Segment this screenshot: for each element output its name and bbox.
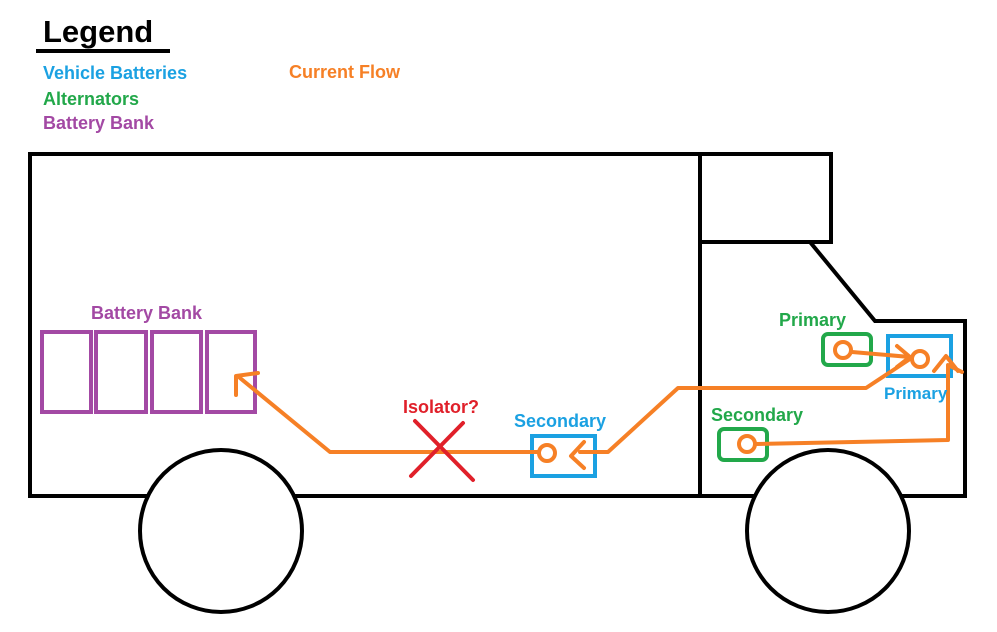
flow-to-battery-bank bbox=[238, 376, 540, 454]
battery-bank-cell bbox=[150, 330, 203, 414]
primary-alternator-label: Primary bbox=[779, 310, 846, 330]
battery-bank-label: Battery Bank bbox=[91, 303, 203, 323]
battery-bank-cell bbox=[94, 330, 148, 414]
arrowhead-secondary-battery bbox=[569, 440, 586, 470]
secondary-battery-terminal bbox=[537, 443, 557, 463]
primary-battery-label: Primary bbox=[884, 384, 948, 403]
legend-alternators: Alternators bbox=[43, 89, 139, 109]
battery-bank bbox=[40, 330, 257, 414]
arrowhead-battery-bank bbox=[234, 371, 260, 397]
legend-vehicle-batteries: Vehicle Batteries bbox=[43, 63, 187, 83]
truck-box-body bbox=[28, 152, 702, 498]
legend-battery-bank: Battery Bank bbox=[43, 113, 155, 133]
secondary-alternator-terminal bbox=[737, 434, 757, 454]
legend-current-flow: Current Flow bbox=[289, 62, 401, 82]
arrowhead-secondary-alternator-loop bbox=[932, 354, 960, 373]
battery-bank-cell bbox=[205, 330, 257, 414]
isolator-label: Isolator? bbox=[403, 397, 479, 417]
legend-title: Legend bbox=[43, 14, 153, 49]
secondary-vehicle-battery bbox=[530, 434, 597, 478]
secondary-battery-label: Secondary bbox=[514, 411, 606, 431]
isolator-cross-icon bbox=[409, 419, 475, 482]
cab-roof bbox=[700, 152, 833, 244]
flow-primary-to-secondary-battery bbox=[578, 357, 912, 454]
front-wheel bbox=[745, 448, 911, 614]
battery-bank-cell bbox=[40, 330, 93, 414]
primary-alternator-terminal bbox=[833, 340, 853, 360]
secondary-alternator-label: Secondary bbox=[711, 405, 803, 425]
primary-battery-terminal bbox=[910, 349, 930, 369]
cab-body bbox=[700, 240, 967, 498]
rear-wheel bbox=[138, 448, 304, 614]
current-flow bbox=[234, 340, 964, 470]
primary-alternator bbox=[821, 332, 873, 367]
flow-primary-alt-to-battery bbox=[850, 350, 912, 359]
